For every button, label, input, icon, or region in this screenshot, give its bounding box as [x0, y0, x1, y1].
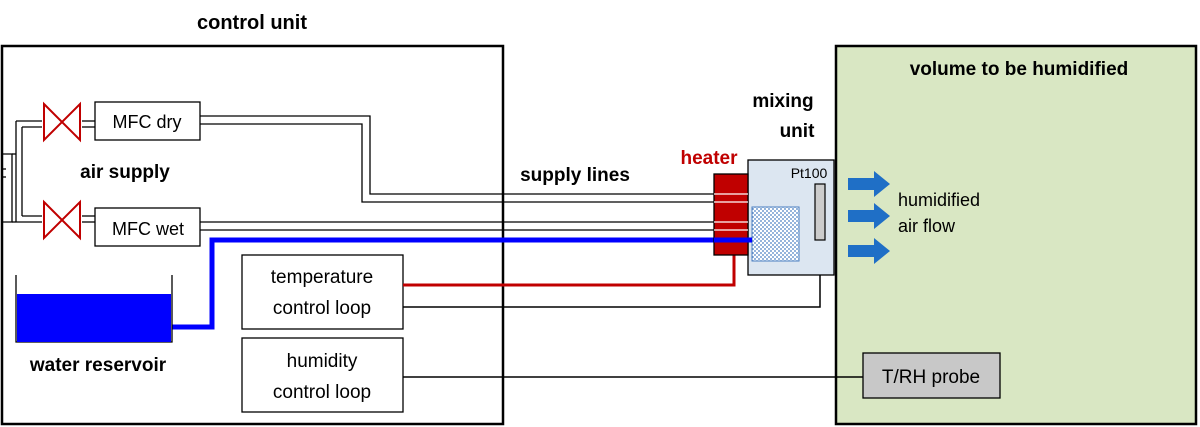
heater-block — [713, 173, 749, 256]
mixing-chamber-dots — [751, 206, 800, 262]
pt100-sensor — [814, 183, 826, 241]
heater-control-line — [403, 255, 736, 287]
water-fill — [17, 294, 171, 342]
mfc-wet-box — [94, 207, 201, 247]
temperature-loop-box — [241, 254, 404, 330]
supply-lines-label: supply lines — [520, 165, 630, 186]
air-flow-arrows — [848, 171, 890, 264]
valve-dry — [43, 101, 81, 143]
air-flow-arrow-2 — [848, 203, 890, 229]
water-reservoir-label: water reservoir — [29, 355, 167, 376]
humidity-loop-box — [241, 337, 404, 413]
air-flow-arrow-1 — [848, 171, 890, 197]
humidified-label-1: humidified — [898, 190, 980, 210]
mixing-unit-label-1: mixing — [752, 91, 813, 112]
trh-probe-label: T/RH probe — [882, 367, 980, 388]
mixing-unit-label-2: unit — [780, 121, 815, 142]
volume-title: volume to be humidified — [910, 59, 1129, 80]
mfc-dry-label: MFC dry — [113, 112, 182, 132]
mfc-dry-box — [94, 101, 201, 141]
air-supply-label: air supply — [80, 162, 170, 183]
temperature-loop-label-1: temperature — [271, 267, 373, 288]
air-supply-piping — [2, 120, 95, 223]
control-unit-box — [0, 44, 505, 426]
air-flow-arrow-3 — [848, 238, 890, 264]
control-unit-title: control unit — [197, 12, 307, 34]
trh-probe-box — [862, 352, 1001, 399]
water-line — [172, 237, 714, 330]
heater-label: heater — [680, 148, 738, 169]
wet-supply-line — [200, 221, 714, 231]
humidified-label-2: air flow — [898, 216, 956, 236]
heater-channels — [714, 193, 748, 231]
pt100-label: Pt100 — [791, 165, 828, 181]
mfc-wet-label: MFC wet — [112, 219, 184, 239]
valve-wet — [43, 199, 81, 241]
dry-supply-line — [200, 115, 714, 203]
humidity-loop-label-1: humidity — [287, 351, 358, 372]
temperature-loop-label-2: control loop — [273, 298, 371, 319]
humidity-loop-label-2: control loop — [273, 382, 371, 403]
